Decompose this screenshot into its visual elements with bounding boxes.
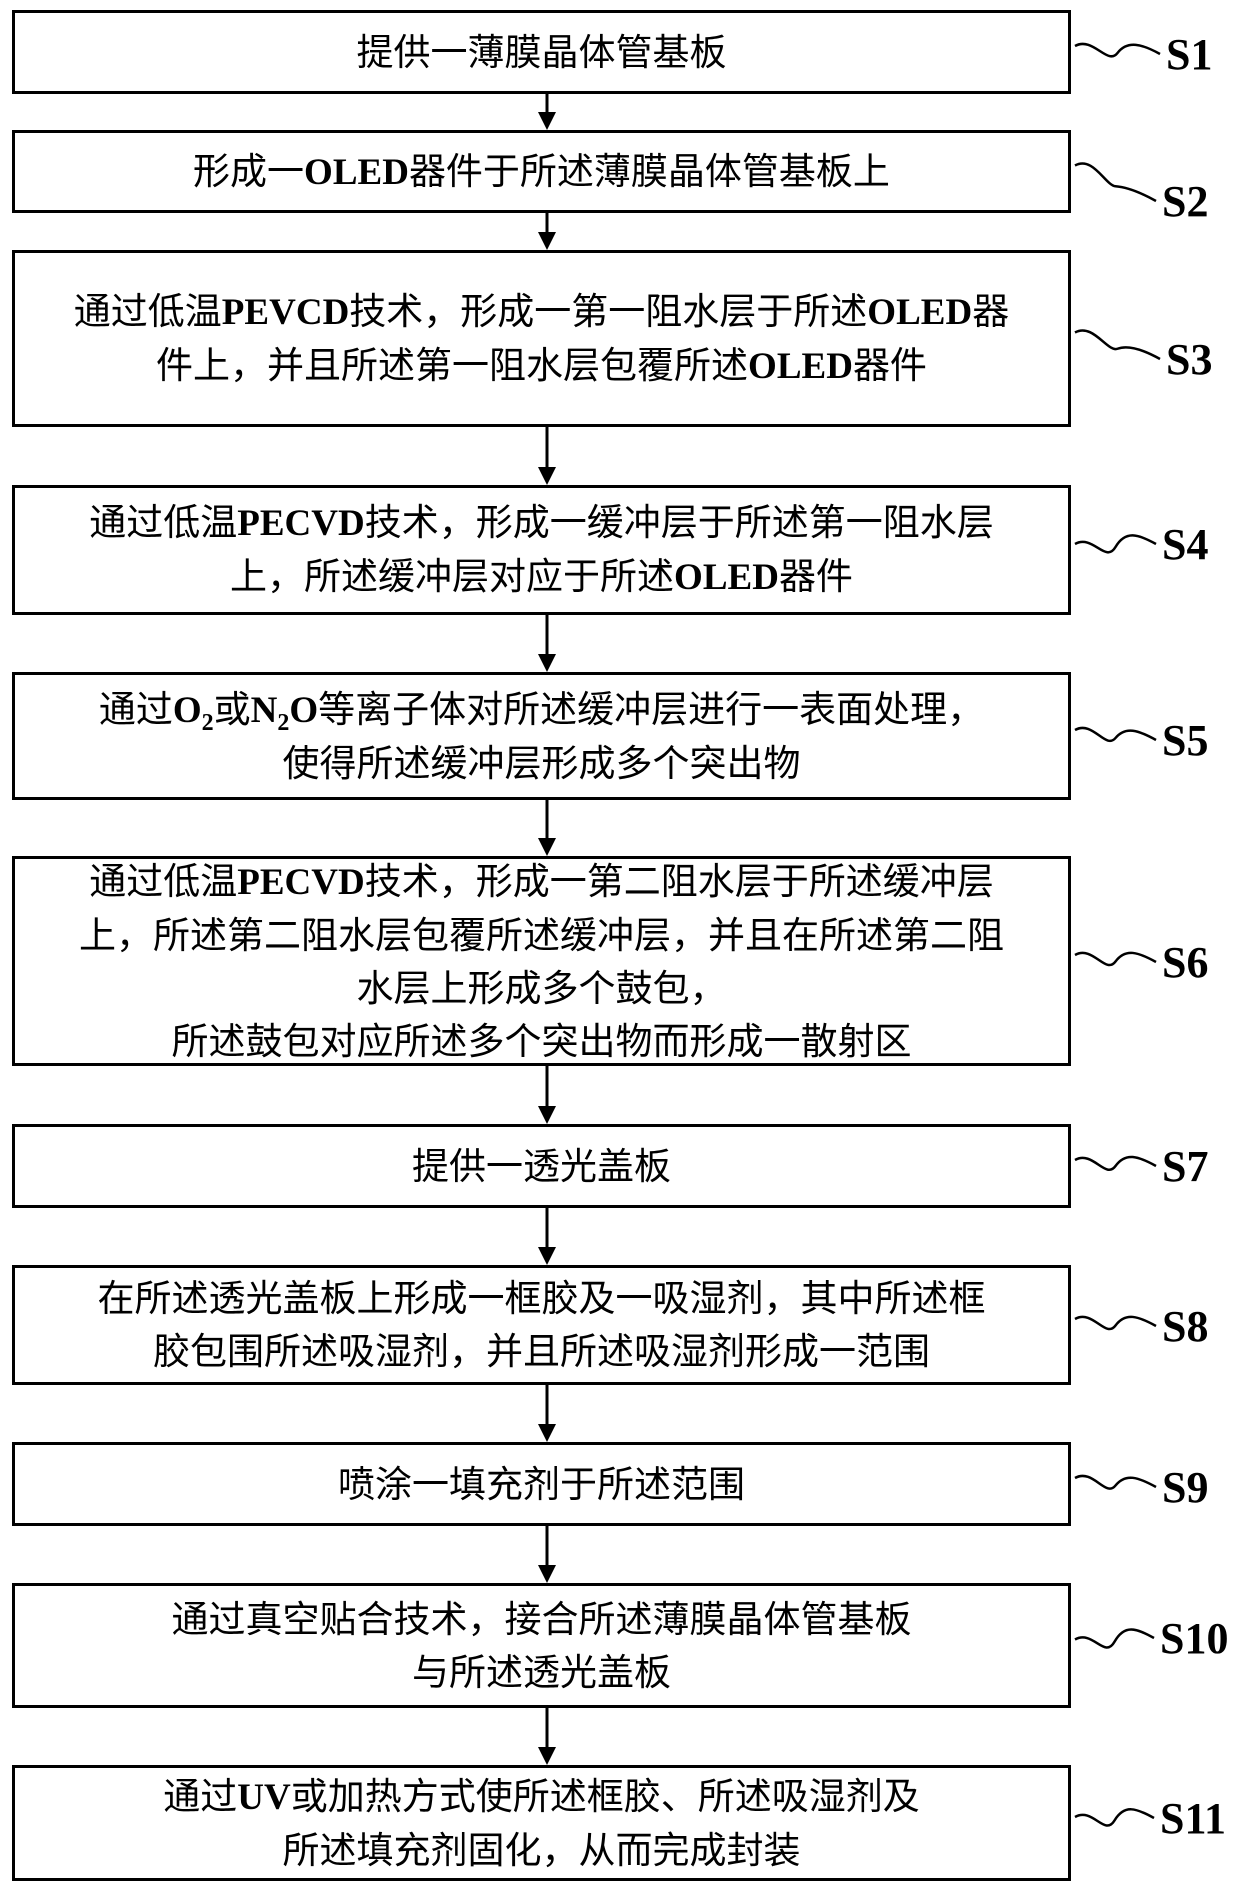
label-leader-s9	[1075, 1476, 1156, 1489]
step-box-s3: 通过低温PEVCD技术，形成一第一阻水层于所述OLED器件上，并且所述第一阻水层…	[12, 250, 1071, 427]
step-box-s1: 提供一薄膜晶体管基板	[12, 10, 1071, 94]
flow-arrow-head	[538, 1424, 556, 1442]
flow-arrow-head	[538, 112, 556, 130]
step-box-s7: 提供一透光盖板	[12, 1124, 1071, 1208]
step-label-s11: S11	[1160, 1794, 1226, 1844]
label-leader-s4	[1075, 535, 1156, 552]
flow-arrow-head	[538, 1106, 556, 1124]
step-label-s2: S2	[1162, 177, 1208, 227]
flow-arrow-head	[538, 654, 556, 672]
step-text-line: 通过低温PEVCD技术，形成一第一阻水层于所述OLED器	[74, 285, 1009, 339]
step-text-line: 使得所述缓冲层形成多个突出物	[283, 737, 801, 790]
step-text-line: 通过低温PECVD技术，形成一第二阻水层于所述缓冲层	[89, 855, 994, 909]
flow-arrow-head	[538, 1247, 556, 1265]
step-label-s6: S6	[1162, 938, 1208, 988]
step-box-s8: 在所述透光盖板上形成一框胶及一吸湿剂，其中所述框胶包围所述吸湿剂，并且所述吸湿剂…	[12, 1265, 1071, 1385]
step-text-line: 所述填充剂固化，从而完成封装	[283, 1824, 801, 1877]
step-text-line: 胶包围所述吸湿剂，并且所述吸湿剂形成一范围	[153, 1325, 930, 1378]
step-text-line: 所述鼓包对应所述多个突出物而形成一散射区	[172, 1015, 912, 1068]
flow-arrow-head	[538, 467, 556, 485]
step-label-s7: S7	[1162, 1142, 1208, 1192]
label-leader-s1	[1075, 44, 1160, 56]
flow-arrow-head	[538, 232, 556, 250]
label-leader-s5	[1075, 728, 1156, 741]
flow-arrow-head	[538, 838, 556, 856]
step-text-line: 件上，并且所述第一阻水层包覆所述OLED器件	[156, 339, 927, 393]
step-text-line: 在所述透光盖板上形成一框胶及一吸湿剂，其中所述框	[98, 1272, 986, 1325]
step-box-s9: 喷涂一填充剂于所述范围	[12, 1442, 1071, 1526]
step-box-s10: 通过真空贴合技术，接合所述薄膜晶体管基板与所述透光盖板	[12, 1583, 1071, 1708]
step-text-line: 喷涂一填充剂于所述范围	[338, 1458, 745, 1511]
step-text-line: 提供一薄膜晶体管基板	[357, 26, 727, 79]
step-label-s3: S3	[1166, 335, 1212, 385]
step-label-s9: S9	[1162, 1463, 1208, 1513]
label-leader-s3	[1075, 330, 1160, 359]
step-text-line: 上，所述缓冲层对应于所述OLED器件	[230, 550, 853, 604]
label-leader-s7	[1075, 1157, 1156, 1170]
step-label-s10: S10	[1160, 1614, 1228, 1664]
label-leader-s8	[1075, 1317, 1156, 1329]
label-leader-s11	[1075, 1809, 1154, 1825]
step-text-line: 提供一透光盖板	[412, 1140, 671, 1193]
step-box-s6: 通过低温PECVD技术，形成一第二阻水层于所述缓冲层上，所述第二阻水层包覆所述缓…	[12, 856, 1071, 1066]
flow-arrow-head	[538, 1565, 556, 1583]
label-leader-s10	[1075, 1629, 1154, 1647]
step-box-s5: 通过O2或N2O等离子体对所述缓冲层进行一表面处理，使得所述缓冲层形成多个突出物	[12, 672, 1071, 800]
step-text-line: 通过真空贴合技术，接合所述薄膜晶体管基板	[172, 1593, 912, 1646]
step-box-s4: 通过低温PECVD技术，形成一缓冲层于所述第一阻水层上，所述缓冲层对应于所述OL…	[12, 485, 1071, 615]
step-text-line: 通过UV或加热方式使所述框胶、所述吸湿剂及	[163, 1770, 919, 1824]
step-label-s5: S5	[1162, 716, 1208, 766]
step-text-line: 通过O2或N2O等离子体对所述缓冲层进行一表面处理，	[99, 683, 984, 737]
step-text-line: 通过低温PECVD技术，形成一缓冲层于所述第一阻水层	[89, 496, 994, 550]
step-text-line: 水层上形成多个鼓包，	[357, 962, 727, 1015]
step-label-s8: S8	[1162, 1302, 1208, 1352]
step-box-s11: 通过UV或加热方式使所述框胶、所述吸湿剂及所述填充剂固化，从而完成封装	[12, 1765, 1071, 1881]
label-leader-s6	[1075, 953, 1156, 965]
step-text-line: 上，所述第二阻水层包覆所述缓冲层，并且在所述第二阻	[79, 909, 1004, 962]
label-leader-s2	[1075, 163, 1156, 201]
step-text-line: 形成一OLED器件于所述薄膜晶体管基板上	[193, 145, 890, 199]
step-label-s1: S1	[1166, 30, 1212, 80]
step-text-line: 与所述透光盖板	[412, 1646, 671, 1699]
step-label-s4: S4	[1162, 520, 1208, 570]
step-box-s2: 形成一OLED器件于所述薄膜晶体管基板上	[12, 130, 1071, 213]
flow-arrow-head	[538, 1747, 556, 1765]
